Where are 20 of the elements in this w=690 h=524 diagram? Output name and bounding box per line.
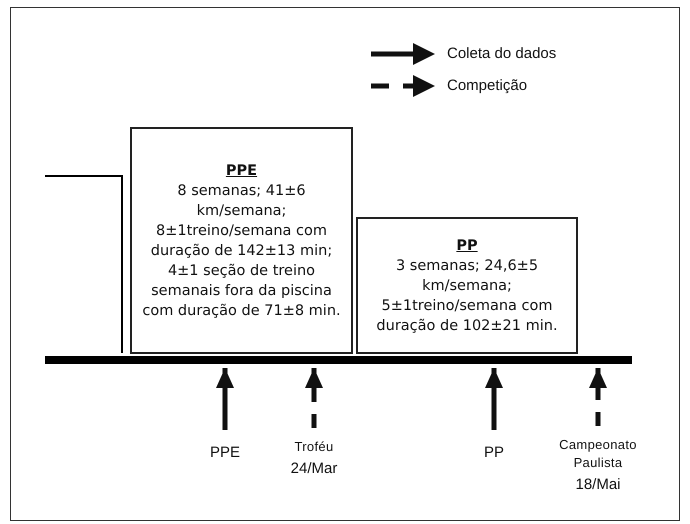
period-description: 3 semanas; 24,6±5 km/semana; 5±1treino/semana com duração de 102±21 min.: [375, 256, 559, 336]
arrow: [589, 368, 607, 426]
legend-label: Competição: [447, 76, 528, 96]
event-label: PPE: [210, 443, 240, 463]
arrow: [305, 368, 323, 428]
period-box: [356, 217, 578, 354]
period-heading: PPE: [226, 162, 258, 180]
event-date: 18/Mai: [575, 475, 621, 495]
arrow: [216, 368, 234, 430]
timeline-bar: [45, 356, 632, 364]
period-description: 8 semanas; 41±6 km/semana; 8±1treino/semana com duração de 142±13 min; 4±1 seção de treino semanais fora da piscina com duração de 71±8 min.: [141, 182, 342, 320]
legend-label: Coleta do dados: [447, 44, 556, 64]
event-label: Troféu: [294, 438, 334, 456]
period-box: [130, 127, 353, 354]
event-label: Campeonato Paulista: [558, 436, 638, 472]
arrow: [485, 368, 503, 430]
period-box: [45, 175, 123, 353]
event-date: 24/Mar: [290, 459, 338, 479]
event-label: PP: [484, 443, 504, 463]
period-heading: PP: [456, 236, 478, 256]
